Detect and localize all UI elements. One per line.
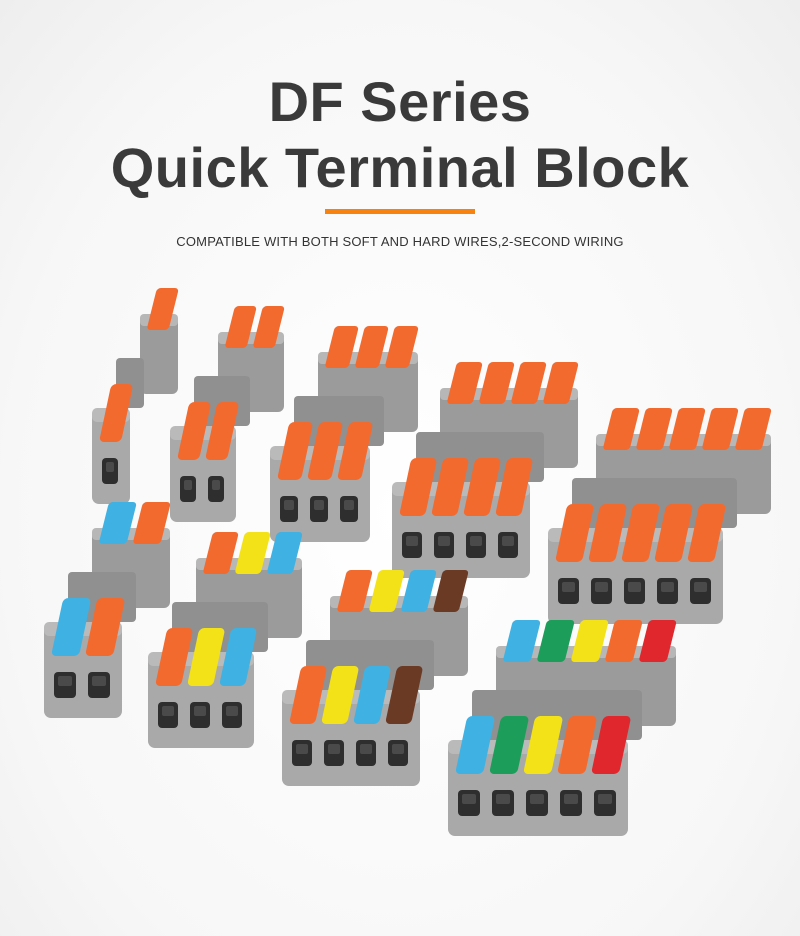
- lever: [355, 326, 389, 368]
- lever: [537, 620, 575, 662]
- lever: [277, 422, 313, 480]
- connector-1-in-1-out: [92, 288, 179, 504]
- lever: [307, 422, 343, 480]
- lever: [253, 306, 285, 348]
- lever: [337, 422, 373, 480]
- lever: [636, 408, 673, 450]
- lever: [669, 408, 706, 450]
- lever: [523, 716, 563, 774]
- accent-bar: [325, 209, 475, 214]
- lever: [147, 288, 179, 330]
- lever: [133, 502, 171, 544]
- lever: [385, 326, 419, 368]
- subtitle: COMPATIBLE WITH BOTH SOFT AND HARD WIRES…: [176, 234, 624, 249]
- lever: [495, 458, 533, 516]
- connector-5-color: [448, 620, 677, 836]
- lever: [557, 716, 597, 774]
- lever: [353, 666, 391, 724]
- lever: [511, 362, 547, 404]
- lever: [503, 620, 541, 662]
- lever: [325, 326, 359, 368]
- lever: [463, 458, 501, 516]
- lever: [225, 306, 257, 348]
- lever: [385, 666, 423, 724]
- lever: [621, 504, 660, 562]
- title-line-1: DF Series: [268, 70, 532, 133]
- lever: [603, 408, 640, 450]
- lever: [321, 666, 359, 724]
- lever: [543, 362, 579, 404]
- connector-5-in-5-out: [548, 408, 772, 624]
- lever: [219, 628, 257, 686]
- lever: [447, 362, 483, 404]
- lever: [85, 598, 125, 656]
- lever: [203, 532, 239, 574]
- lever: [177, 402, 211, 460]
- title-line-2: Quick Terminal Block: [110, 136, 690, 199]
- connector-3-in-3-out: [270, 326, 419, 542]
- lever: [401, 570, 437, 612]
- lever: [654, 504, 693, 562]
- lever: [433, 570, 469, 612]
- lever: [687, 504, 726, 562]
- lever: [639, 620, 677, 662]
- lever: [431, 458, 469, 516]
- lever: [588, 504, 627, 562]
- connector-4-in-4-out: [392, 362, 579, 578]
- lever: [99, 502, 137, 544]
- connector-2-color: [44, 502, 171, 718]
- connector-3-color: [148, 532, 303, 748]
- connector-4-color: [282, 570, 469, 786]
- lever: [369, 570, 405, 612]
- lever: [187, 628, 225, 686]
- lever: [571, 620, 609, 662]
- lever: [289, 666, 327, 724]
- lever: [455, 716, 495, 774]
- connector-2-in-2-out: [170, 306, 285, 522]
- lever: [479, 362, 515, 404]
- lever: [555, 504, 594, 562]
- lever: [591, 716, 631, 774]
- lever: [605, 620, 643, 662]
- lever: [205, 402, 239, 460]
- lever: [735, 408, 772, 450]
- lever: [99, 384, 133, 442]
- lever: [337, 570, 373, 612]
- lever: [51, 598, 91, 656]
- lever: [399, 458, 437, 516]
- lever: [155, 628, 193, 686]
- lever: [489, 716, 529, 774]
- lever: [702, 408, 739, 450]
- lever: [235, 532, 271, 574]
- lever: [267, 532, 303, 574]
